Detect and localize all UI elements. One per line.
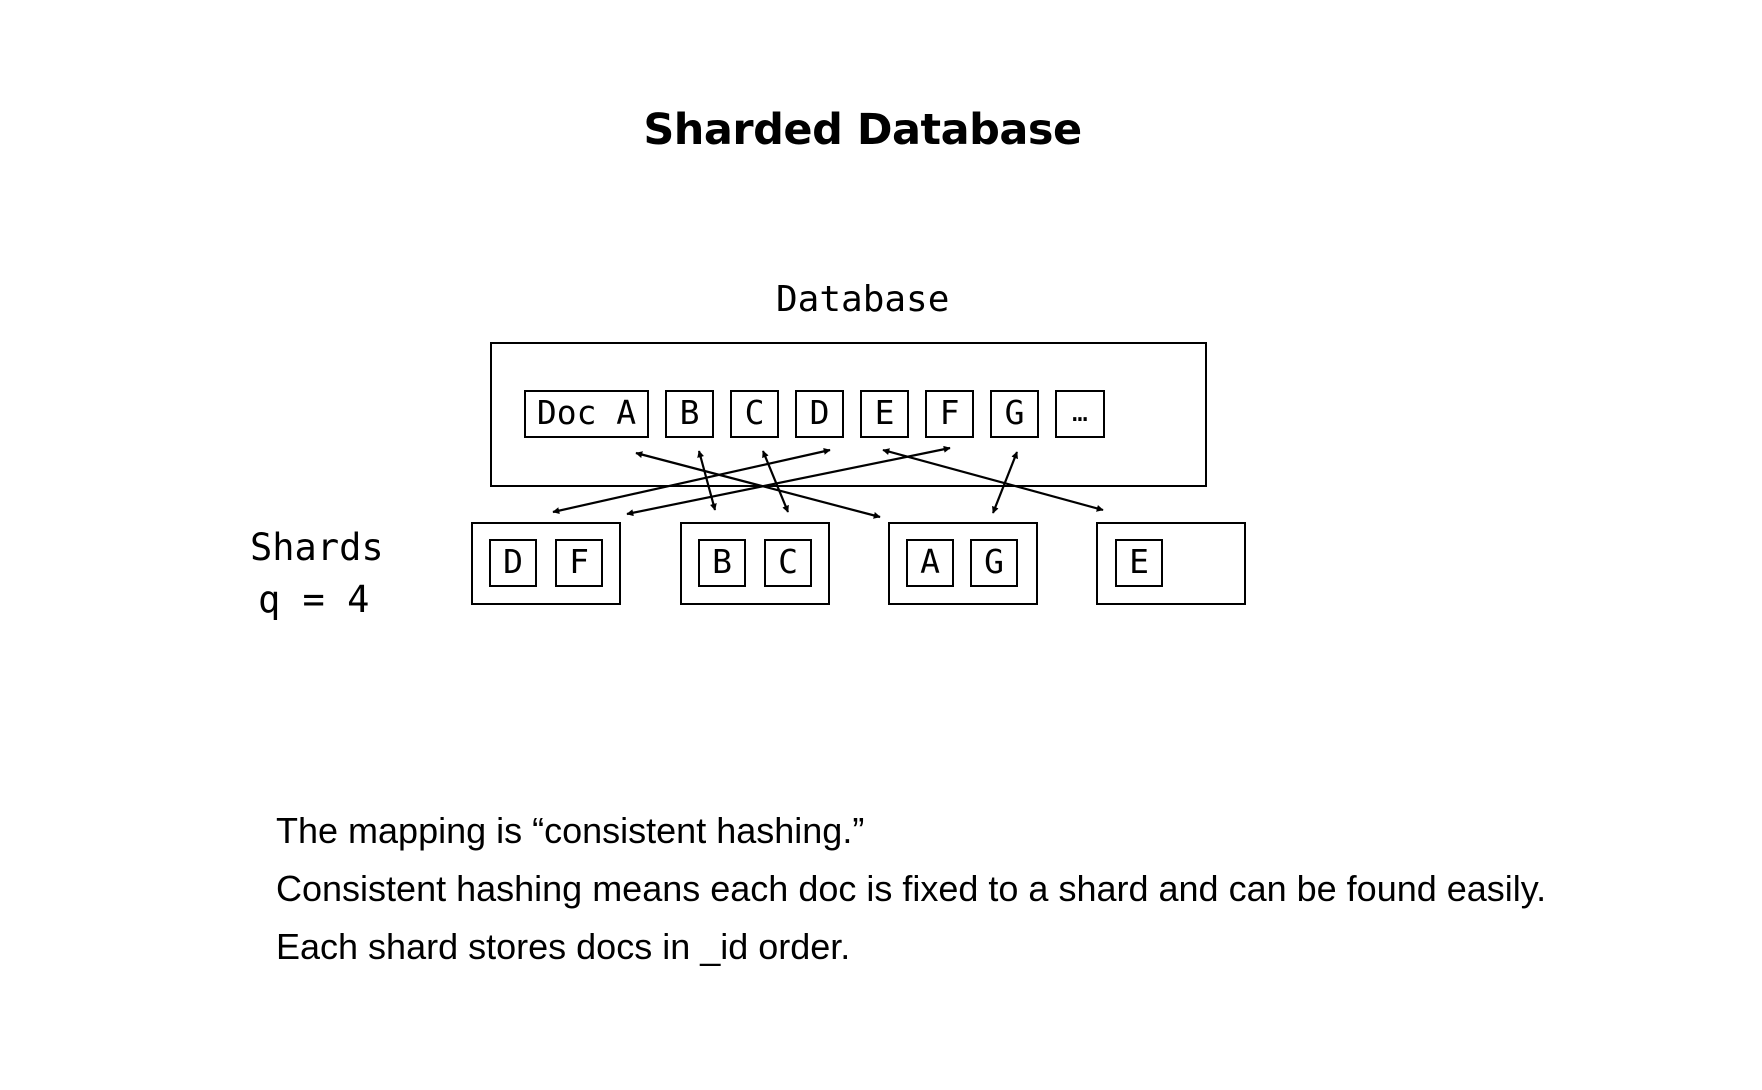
- database-doc-a: Doc A: [524, 390, 649, 438]
- database-doc-b: B: [665, 390, 714, 438]
- shard-box-2: [680, 522, 830, 605]
- database-doc-d: D: [795, 390, 844, 438]
- explanation-notes: The mapping is “consistent hashing.” Con…: [276, 802, 1546, 976]
- database-doc-ellipsis: …: [1055, 390, 1105, 438]
- shard-box-1: [471, 522, 621, 605]
- shards-label: Shards: [250, 526, 384, 569]
- database-doc-e: E: [860, 390, 909, 438]
- note-line-2: Consistent hashing means each doc is fix…: [276, 868, 1547, 909]
- shard-count-label: q = 4: [258, 578, 370, 621]
- page-title: Sharded Database: [643, 105, 1082, 155]
- shard-box-3: [888, 522, 1038, 605]
- note-line-1: The mapping is “consistent hashing.”: [276, 810, 865, 851]
- database-label: Database: [776, 279, 950, 320]
- database-doc-g: G: [990, 390, 1039, 438]
- shard-1-doc-f: F: [555, 539, 603, 587]
- shard-2-doc-c: C: [764, 539, 812, 587]
- shard-4-doc-e: E: [1115, 539, 1163, 587]
- shard-3-doc-a: A: [906, 539, 954, 587]
- shard-1-doc-d: D: [489, 539, 537, 587]
- database-doc-f: F: [925, 390, 974, 438]
- note-line-3: Each shard stores docs in _id order.: [276, 926, 851, 967]
- shard-box-4: [1096, 522, 1246, 605]
- shard-3-doc-g: G: [970, 539, 1018, 587]
- database-doc-c: C: [730, 390, 779, 438]
- shard-2-doc-b: B: [698, 539, 746, 587]
